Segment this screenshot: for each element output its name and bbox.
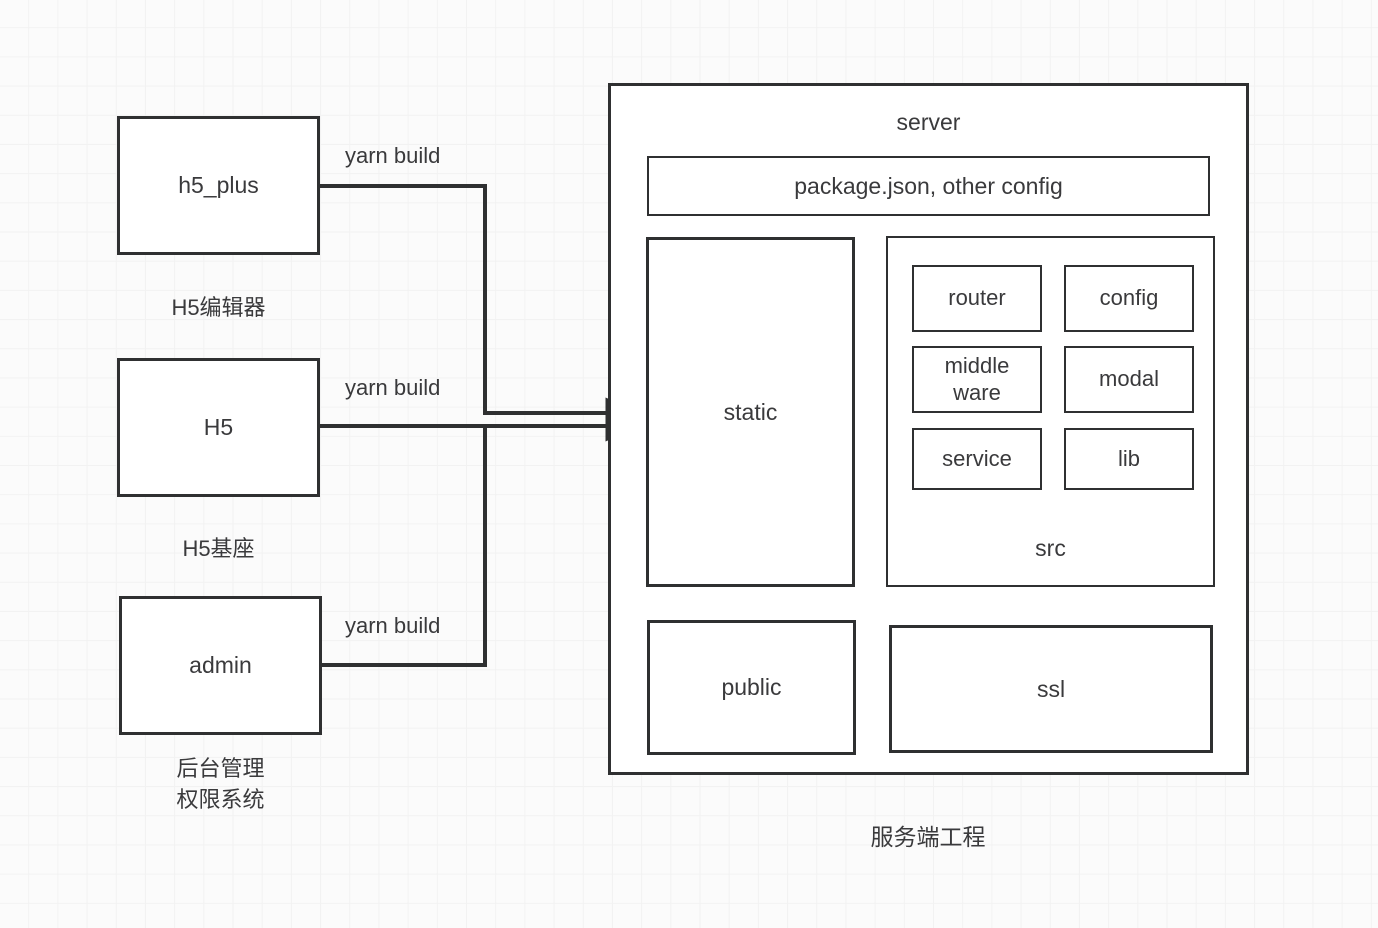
node-h5[interactable]: H5 bbox=[117, 358, 320, 497]
caption-h5-plus: H5编辑器 bbox=[171, 295, 266, 320]
node-src-service-label: service bbox=[942, 445, 1012, 471]
node-public-label: public bbox=[721, 674, 782, 701]
node-package-config-label: package.json, other config bbox=[794, 172, 1063, 199]
node-ssl[interactable]: ssl bbox=[889, 625, 1213, 753]
node-src-service[interactable]: service bbox=[912, 428, 1042, 490]
node-package-config[interactable]: package.json, other config bbox=[647, 156, 1210, 216]
node-public[interactable]: public bbox=[647, 620, 856, 755]
server-title: server bbox=[896, 109, 961, 135]
node-src-middleware[interactable]: middle ware bbox=[912, 346, 1042, 413]
node-ssl-label: ssl bbox=[1036, 675, 1066, 702]
node-src-config-label: config bbox=[1099, 285, 1159, 311]
node-src-lib-label: lib bbox=[1117, 445, 1140, 471]
node-admin-label: admin bbox=[189, 652, 252, 679]
node-static-label: static bbox=[723, 398, 778, 425]
node-h5-plus-label: h5_plus bbox=[178, 172, 259, 199]
node-src-middleware-label: middle ware bbox=[944, 353, 1010, 405]
node-static[interactable]: static bbox=[646, 237, 855, 587]
node-h5-label: H5 bbox=[203, 414, 234, 441]
caption-admin: 后台管理 权限系统 bbox=[176, 756, 265, 813]
caption-server: 服务端工程 bbox=[870, 824, 986, 850]
node-src-container[interactable]: router config middle ware modal service … bbox=[886, 236, 1215, 587]
edge-label-h5-build: yarn build bbox=[345, 375, 441, 400]
caption-h5: H5基座 bbox=[182, 536, 255, 561]
node-src-modal-label: modal bbox=[1099, 366, 1159, 392]
node-src-modal[interactable]: modal bbox=[1064, 346, 1194, 413]
node-admin[interactable]: admin bbox=[119, 596, 322, 735]
src-title: src bbox=[1035, 535, 1066, 562]
node-h5-plus[interactable]: h5_plus bbox=[117, 116, 320, 255]
node-src-router[interactable]: router bbox=[912, 265, 1042, 332]
edge-label-h5-plus-build: yarn build bbox=[345, 143, 441, 168]
edge-label-admin-build: yarn build bbox=[345, 613, 441, 638]
node-src-router-label: router bbox=[948, 285, 1006, 311]
node-src-lib[interactable]: lib bbox=[1064, 428, 1194, 490]
node-src-config[interactable]: config bbox=[1064, 265, 1194, 332]
